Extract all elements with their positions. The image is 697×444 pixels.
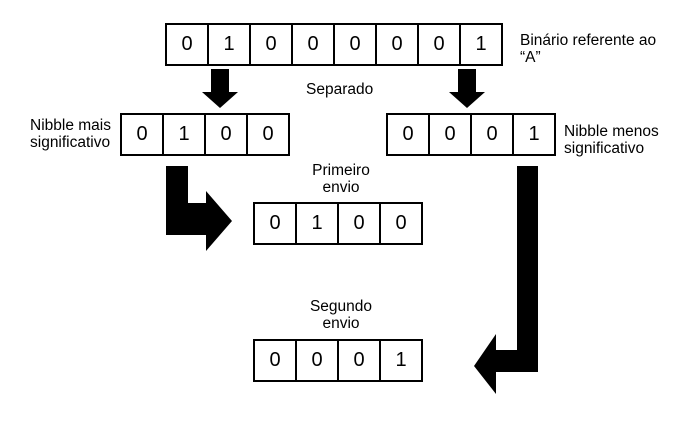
first-send-label-line1: Primeiro xyxy=(312,162,370,179)
first-send-label-line2: envio xyxy=(322,179,360,196)
second-send-label-line1: Segundo xyxy=(309,298,373,315)
bit-cell: 0 xyxy=(295,339,339,382)
second-send-nibble: 0 0 0 1 xyxy=(253,339,423,382)
bit-cell: 0 xyxy=(253,202,297,245)
bit-cell: 0 xyxy=(337,202,381,245)
bit-cell: 0 xyxy=(204,113,248,156)
bit-cell: 0 xyxy=(428,113,472,156)
second-send-arrow xyxy=(474,166,538,394)
high-nibble-label-line1: Nibble mais xyxy=(30,117,111,134)
high-nibble-label: Nibble mais significativo xyxy=(30,117,111,151)
high-nibble: 0 1 0 0 xyxy=(120,113,290,156)
bit-cell: 0 xyxy=(291,23,335,66)
bit-cell: 0 xyxy=(386,113,430,156)
bit-cell: 1 xyxy=(295,202,339,245)
bit-cell: 0 xyxy=(165,23,209,66)
bit-cell: 0 xyxy=(249,23,293,66)
bit-cell: 0 xyxy=(333,23,377,66)
bit-cell: 0 xyxy=(375,23,419,66)
first-send-label: Primeiro envio xyxy=(303,162,379,196)
split-arrow-left xyxy=(202,69,238,108)
bit-cell: 0 xyxy=(337,339,381,382)
split-arrow-right xyxy=(449,69,485,108)
second-send-label-line2: envio xyxy=(322,315,360,332)
bit-cell: 0 xyxy=(379,202,423,245)
bit-cell: 0 xyxy=(253,339,297,382)
separated-label: Separado xyxy=(306,81,374,98)
low-nibble-label-line2: significativo xyxy=(564,140,645,157)
original-label-line1: Binário referente ao xyxy=(520,32,657,49)
original-byte-label: Binário referente ao “A” xyxy=(520,32,656,66)
bit-cell: 1 xyxy=(207,23,251,66)
second-send-label: Segundo envio xyxy=(303,298,379,332)
bit-cell: 0 xyxy=(470,113,514,156)
bit-cell: 0 xyxy=(120,113,164,156)
low-nibble-label: Nibble menos significativo xyxy=(564,123,659,157)
original-label-line2: “A” xyxy=(520,49,541,66)
bit-cell: 1 xyxy=(162,113,206,156)
low-nibble-label-line1: Nibble menos xyxy=(564,123,659,140)
bit-cell: 1 xyxy=(459,23,503,66)
high-nibble-label-line2: significativo xyxy=(30,134,111,151)
low-nibble: 0 0 0 1 xyxy=(386,113,556,156)
bit-cell: 1 xyxy=(379,339,423,382)
bit-cell: 1 xyxy=(512,113,556,156)
first-send-nibble: 0 1 0 0 xyxy=(253,202,423,245)
bit-cell: 0 xyxy=(417,23,461,66)
original-byte: 0 1 0 0 0 0 0 1 xyxy=(165,23,503,66)
bit-cell: 0 xyxy=(246,113,290,156)
first-send-arrow xyxy=(166,166,232,251)
